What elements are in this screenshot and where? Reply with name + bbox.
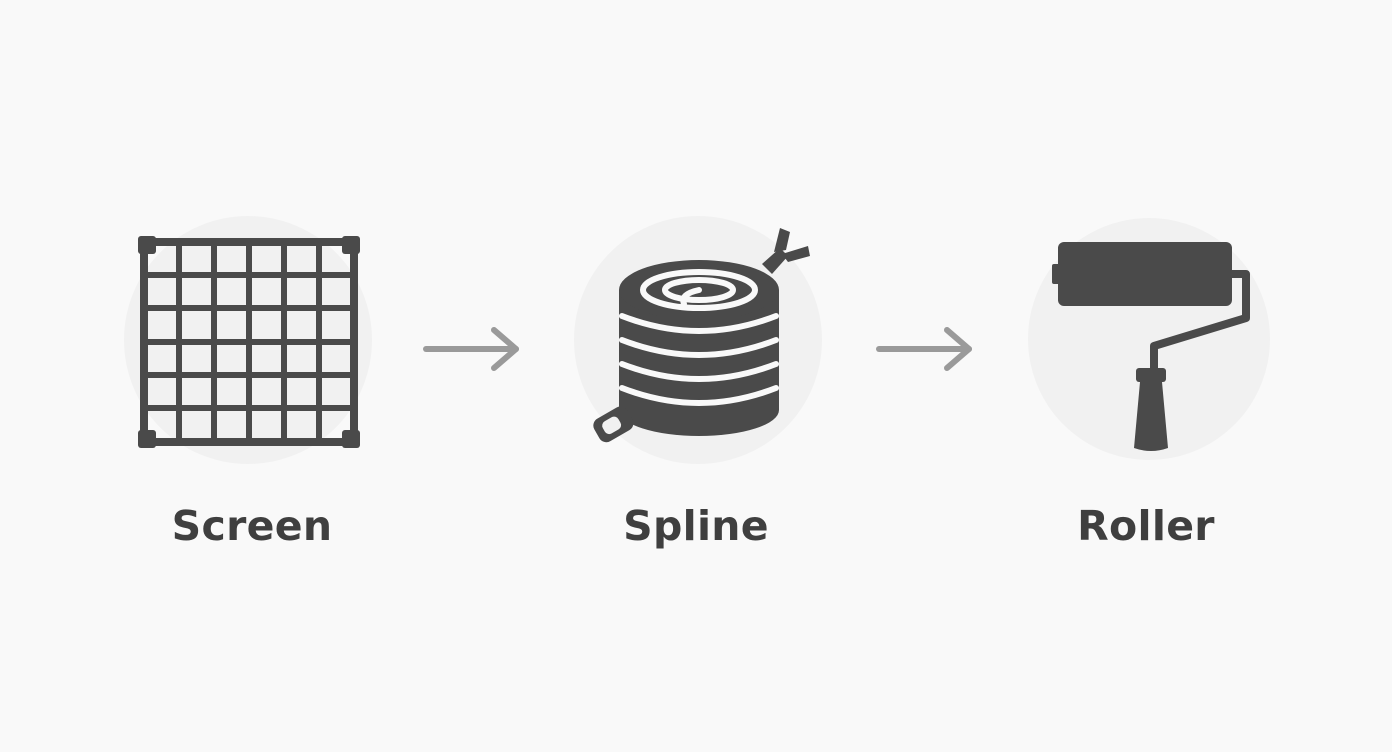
screen-label: Screen — [171, 502, 333, 550]
spline-roller-icon — [1052, 242, 1250, 451]
window-screen-icon — [138, 236, 360, 448]
spline-coil-icon — [593, 228, 810, 443]
arrow-right-icon — [423, 327, 519, 371]
roller-label: Roller — [1077, 502, 1215, 550]
spline-label: Spline — [623, 502, 769, 550]
arrow-right-icon — [876, 327, 972, 371]
